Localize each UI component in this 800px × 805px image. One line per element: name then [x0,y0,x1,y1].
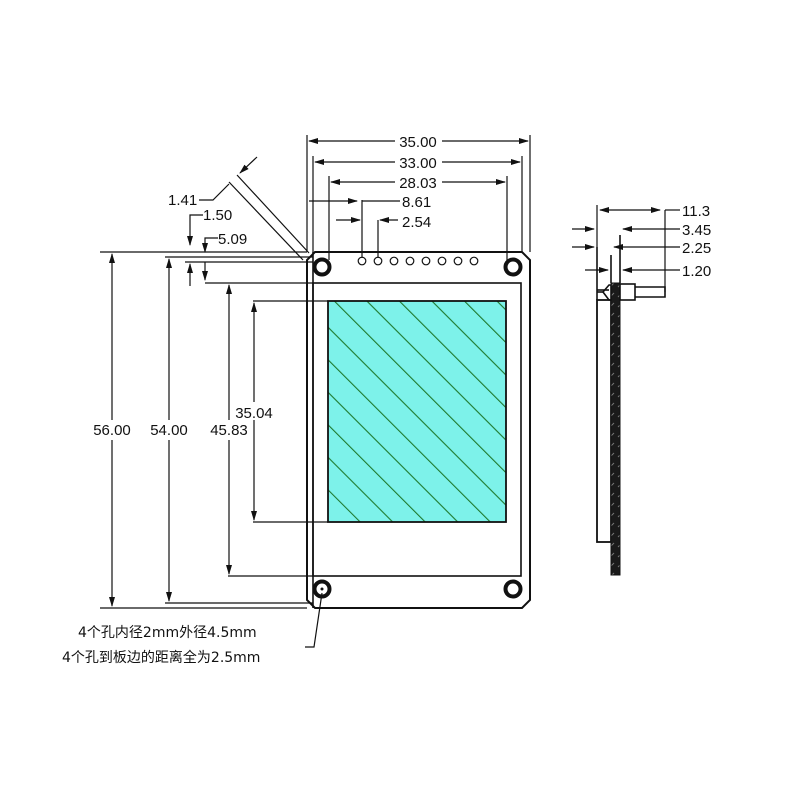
mounting-hole-bottom-right [503,579,523,599]
dim-display-outline-height: 45.83 [210,422,248,439]
note-hole-diameter: 4个孔内径2mm外径4.5mm [78,625,257,641]
dim-top-offset: 1.50 [203,207,232,224]
note-hole-edge-distance: 4个孔到板边的距离全为2.5mm [62,649,260,666]
dim-active-area-height: 35.04 [235,405,273,422]
dim-chamfer: 1.41 [168,192,197,209]
dim-module-width: 28.03 [399,175,437,192]
dim-module-thickness: 3.45 [682,222,711,239]
dim-hole-spacing-vertical: 54.00 [150,422,188,439]
mounting-hole-top-left [312,257,332,277]
dim-pin-pitch: 2.54 [402,214,431,231]
dim-board-width: 35.00 [399,134,437,151]
dim-board-height: 56.00 [93,422,131,439]
side-view: 11.3 3.45 2.25 1.20 [572,203,711,576]
dim-hole-spacing-horizontal: 33.00 [399,155,437,172]
dim-first-pin-offset: 8.61 [402,194,431,211]
dim-header-offset: 5.09 [218,231,247,248]
mounting-hole-top-right [503,257,523,277]
active-display-area [327,300,507,523]
side-header-housing [619,283,636,301]
dim-total-depth: 11.3 [682,203,710,220]
dim-pcb-thickness: 1.20 [682,263,711,280]
side-module-body [596,299,612,543]
side-pcb [610,282,621,576]
dim-glass-thickness: 2.25 [682,240,711,257]
front-view: 35.00 33.00 28.03 8.61 2.54 1.41 1.50 5.… [62,134,531,666]
